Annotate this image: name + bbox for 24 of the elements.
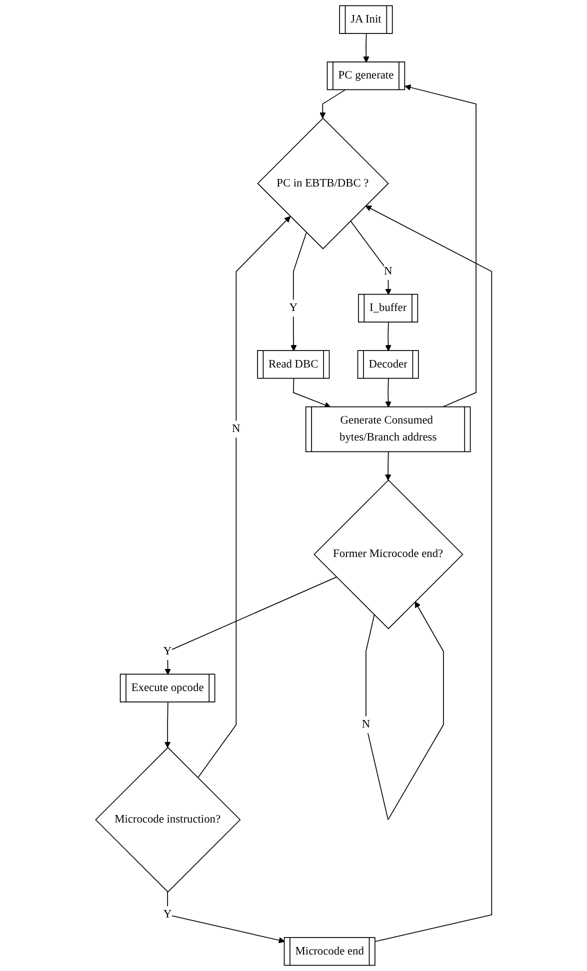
node-diamond: PC in EBTB/DBC ? <box>256 118 389 250</box>
node-diamond: Microcode instruction? <box>94 746 241 893</box>
arrow <box>164 576 337 675</box>
edge-label: Y <box>289 302 298 314</box>
edge-label: N <box>232 422 240 435</box>
arrow <box>292 378 331 408</box>
arrow <box>166 892 285 944</box>
arrow <box>290 232 307 352</box>
arrow <box>362 33 370 63</box>
arrow <box>404 84 476 408</box>
arrow <box>197 216 290 778</box>
arrow <box>384 378 392 408</box>
arrow <box>319 90 346 118</box>
edge-label: N <box>384 265 392 278</box>
arrow <box>384 452 392 480</box>
arrow <box>384 322 392 352</box>
arrow <box>164 702 170 748</box>
arrow <box>365 601 444 820</box>
node-diamond: Former Microcode end? <box>313 480 464 630</box>
edge-label: Y <box>163 908 172 920</box>
edge-label: N <box>362 718 370 730</box>
arrow <box>350 220 392 295</box>
arrow <box>365 206 492 942</box>
edge-label: Y <box>163 645 172 658</box>
